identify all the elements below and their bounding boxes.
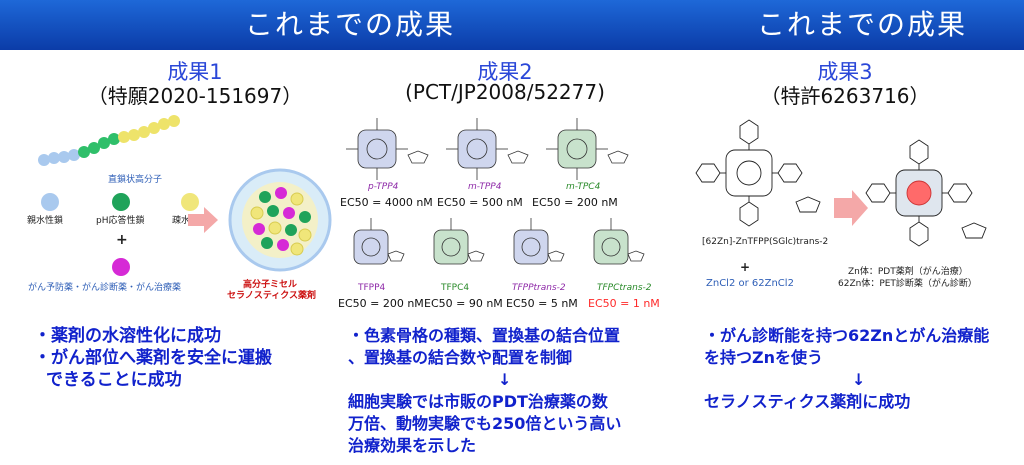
result2-bullet-4: 細胞実験では市販のPDT治療薬の数 bbox=[348, 392, 608, 411]
micelle-diagram bbox=[228, 168, 332, 272]
ph-label: pH応答性鎖 bbox=[96, 216, 145, 226]
compound-m-tpp4: m-TPP4 bbox=[468, 182, 502, 192]
product-line-2: 62Zn体：PET診断薬（がん診断） bbox=[838, 279, 977, 289]
result2-bullet-1: ・色素骨格の種類、置換基の結合位置 bbox=[348, 326, 621, 345]
compound-tfpc-trans2: TFPCtrans-2 bbox=[597, 283, 652, 293]
result3-title: 成果3 bbox=[817, 60, 873, 84]
arrow-icon bbox=[188, 207, 218, 233]
result2-title: 成果2 bbox=[477, 60, 533, 84]
ec-tfpc-trans2: EC50 = 1 nM bbox=[588, 297, 660, 310]
banner-right: これまでの成果 bbox=[700, 0, 1024, 50]
result2-arrow: ↓ bbox=[498, 370, 512, 389]
result1-title: 成果1 bbox=[167, 60, 223, 84]
hydrophilic-bead bbox=[41, 193, 59, 211]
result1-bullet-2: ・がん部位へ薬剤を安全に運搬 bbox=[34, 348, 272, 368]
result3-bullet-4: セラノスティクス薬剤に成功 bbox=[704, 392, 911, 411]
result2-subtitle: (PCT/JP2008/52277) bbox=[405, 80, 605, 104]
ec-tfpp-trans2: EC50 = 5 nM bbox=[506, 297, 578, 310]
result1-bullets: ・薬剤の水溶性化に成功 ・がん部位へ薬剤を安全に運搬 できることに成功 bbox=[34, 325, 272, 391]
polymer-label: 直鎖状高分子 bbox=[108, 175, 163, 185]
zinc-porphyrin-diagram bbox=[695, 119, 987, 247]
micelle-label-1: 高分子ミセル bbox=[243, 280, 298, 290]
polymer-diagram bbox=[38, 115, 199, 276]
plus-sign-3: + bbox=[740, 260, 751, 274]
ph-bead bbox=[112, 193, 130, 211]
compound-tfpp4: TFPP4 bbox=[358, 283, 386, 293]
compound-tfpp-trans2: TFPPtrans-2 bbox=[512, 283, 566, 293]
result1-bullet-3: できることに成功 bbox=[46, 370, 182, 390]
compound-m-tpc4: m-TPC4 bbox=[566, 182, 601, 192]
porphyrin-row2 bbox=[353, 218, 645, 265]
result3-subtitle: （特許6263716） bbox=[760, 84, 930, 108]
result3-bullets: ・がん診断能を持つ62Znとがん治療能 を持つZnを使う ↓ セラノスティクス薬… bbox=[704, 325, 989, 413]
reagents-label: ZnCl2 or 62ZnCl2 bbox=[706, 278, 794, 289]
compound-p-tpp4: p-TPP4 bbox=[368, 182, 399, 192]
result3-bullet-1: ・がん診断能を持つ62Znとがん治療能 bbox=[704, 326, 990, 345]
result1-subtitle: （特願2020-151697） bbox=[87, 84, 303, 108]
ec-m-tpc4: EC50 = 200 nM bbox=[532, 196, 618, 209]
drug-bead bbox=[112, 258, 130, 276]
ec-tfpp4: EC50 = 200 nM bbox=[338, 297, 424, 310]
result2-bullets: ・色素骨格の種類、置換基の結合位置 、置換基の結合数や配置を制御 ↓ 細胞実験で… bbox=[348, 325, 621, 457]
ec-p-tpp4: EC50 = 4000 nM bbox=[340, 196, 433, 209]
ec-m-tpp4: EC50 = 500 nM bbox=[437, 196, 523, 209]
reaction-arrow-icon bbox=[834, 190, 868, 226]
product-line-1: Zn体：PDT薬剤（がん治療） bbox=[848, 267, 968, 277]
plus-sign: + bbox=[116, 232, 128, 248]
ec-tfpc4: EC50 = 90 nM bbox=[424, 297, 503, 310]
result3-arrow: ↓ bbox=[852, 370, 866, 389]
banner-left: これまでの成果 bbox=[0, 0, 700, 50]
banner-left-title: これまでの成果 bbox=[244, 8, 455, 41]
result2-bullet-5: 万倍、動物実験でも250倍という高い bbox=[348, 414, 622, 433]
result2-bullet-2: 、置換基の結合数や配置を制御 bbox=[348, 348, 573, 367]
micelle-label-2: セラノスティクス薬剤 bbox=[227, 291, 317, 301]
result3-bullet-2: を持つZnを使う bbox=[704, 348, 823, 367]
polymer-chain bbox=[38, 115, 180, 166]
result2-bullet-6: 治療効果を示した bbox=[348, 436, 477, 455]
drug-label: がん予防薬・がん診断薬・がん治療薬 bbox=[28, 283, 182, 293]
compound-label: [62Zn]-ZnTFPP(SGlc)trans-2 bbox=[702, 237, 829, 247]
hydrophobic-bead bbox=[181, 193, 199, 211]
compound-tfpc4: TFPC4 bbox=[441, 283, 470, 293]
banner-right-title: これまでの成果 bbox=[756, 8, 967, 41]
porphyrin-row1 bbox=[346, 118, 629, 180]
hydrophilic-label: 親水性鎖 bbox=[27, 216, 64, 226]
result1-bullet-1: ・薬剤の水溶性化に成功 bbox=[34, 326, 221, 346]
